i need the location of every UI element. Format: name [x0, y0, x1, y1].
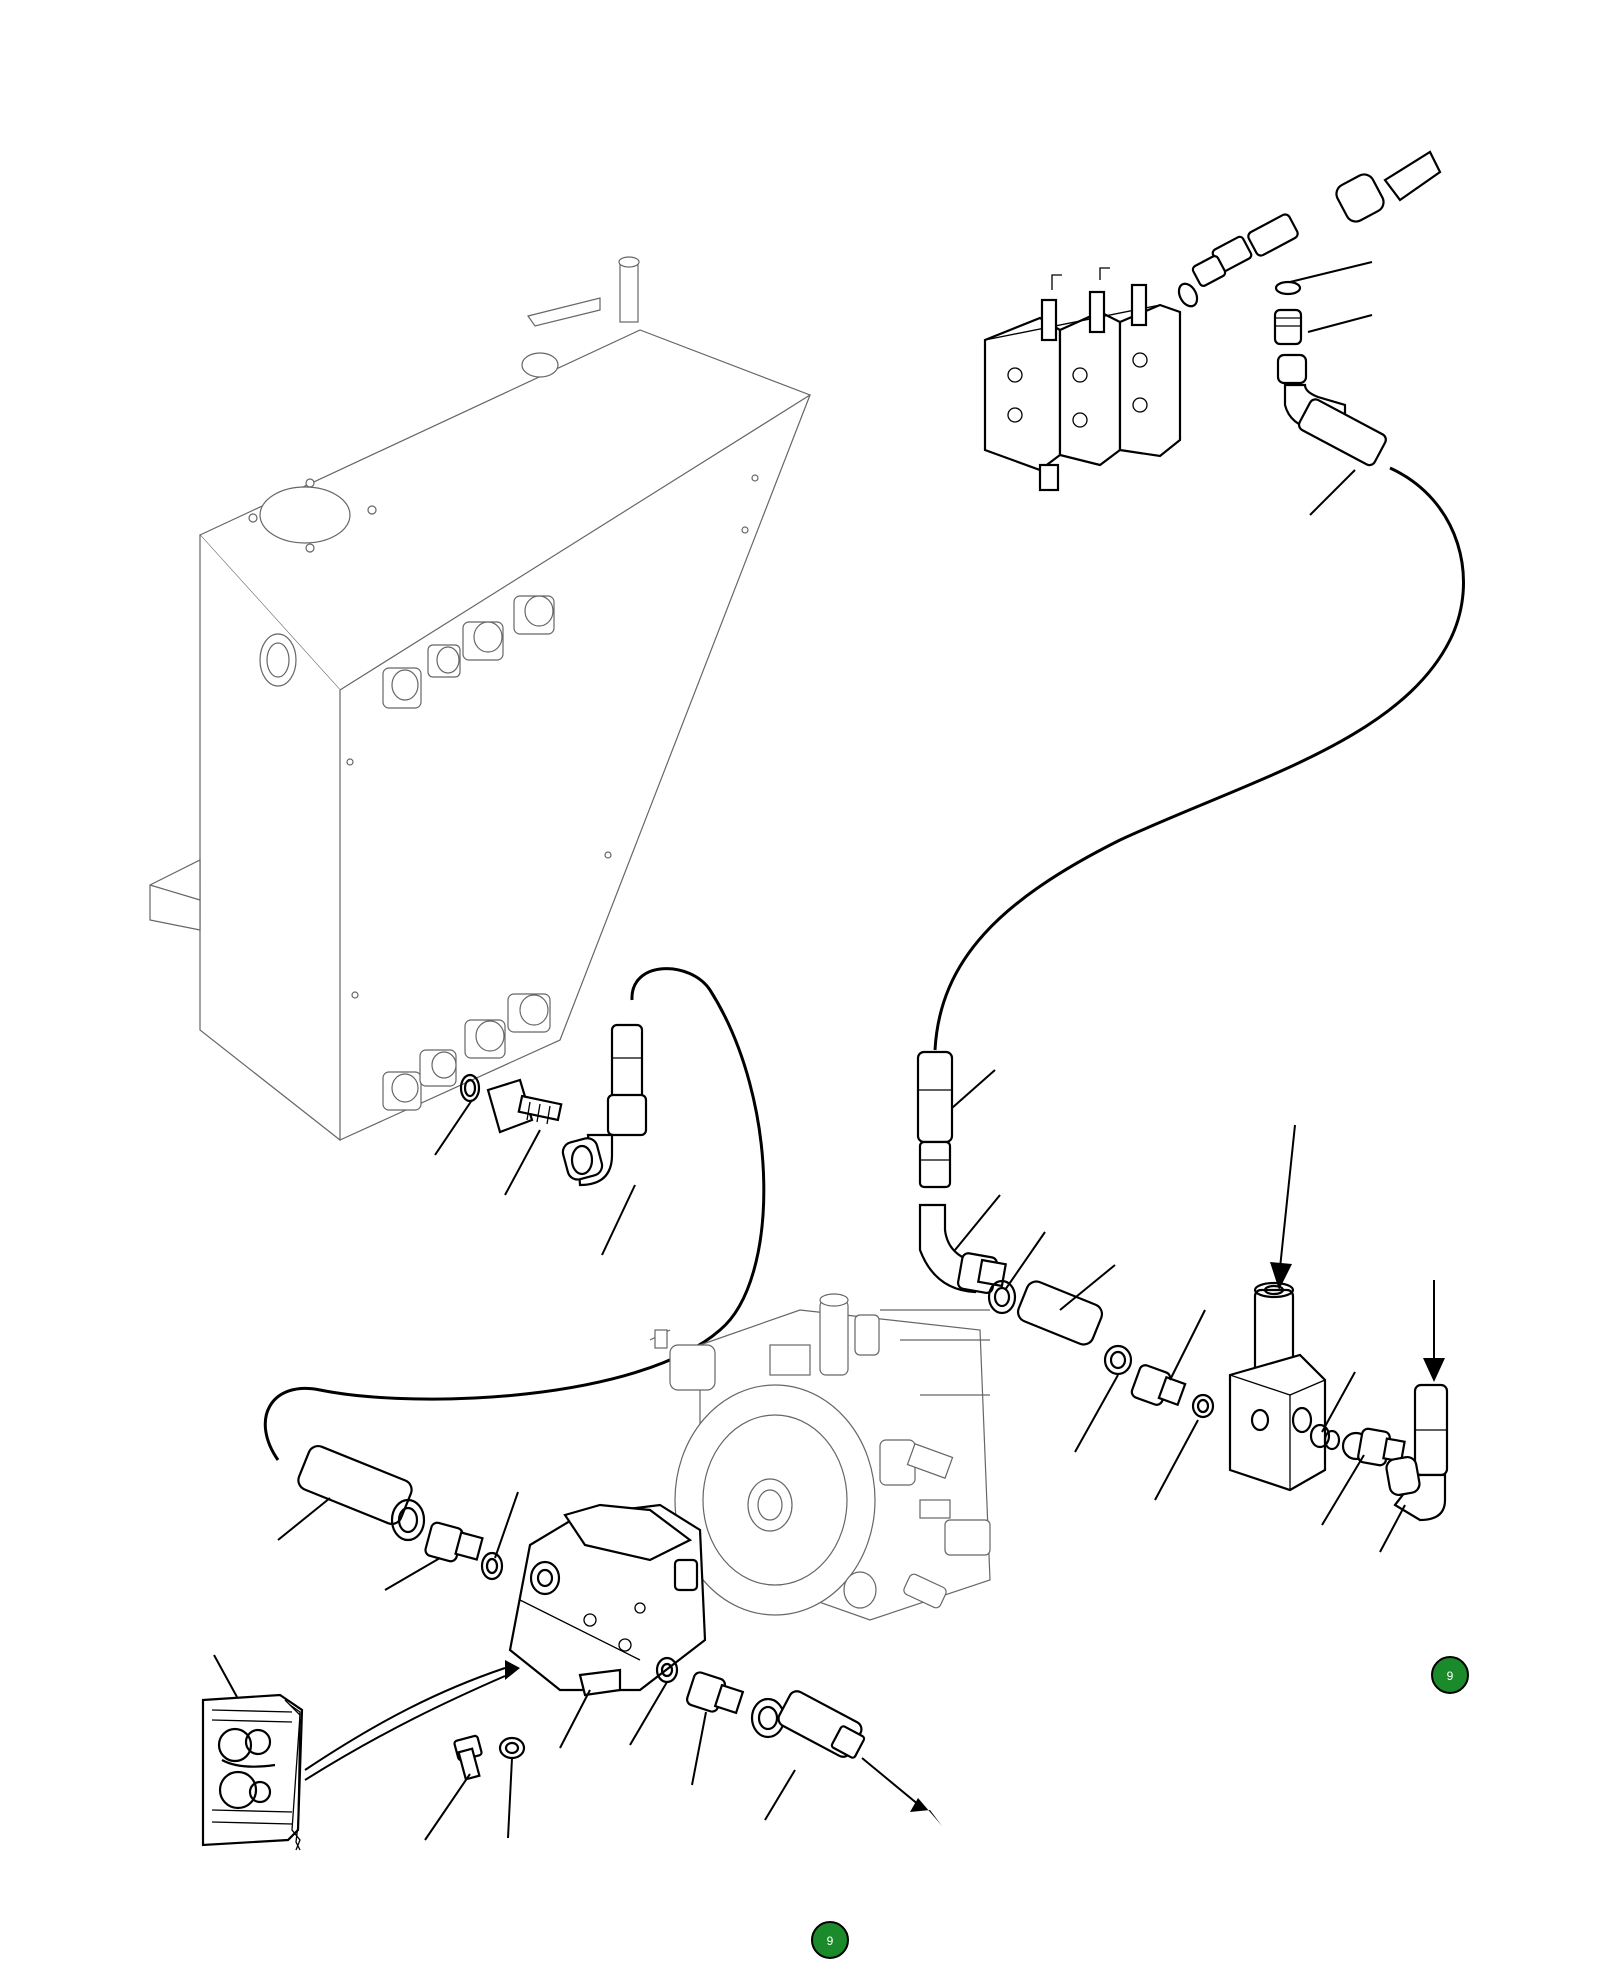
upper-fittings — [1177, 150, 1442, 467]
reference-badge-bottom: 9 — [811, 1921, 849, 1959]
gear-pump-outlet-fittings — [453, 1656, 866, 1781]
decal — [201, 1693, 304, 1851]
valve-block — [1228, 1281, 1449, 1522]
gear-pump-inlet-fittings — [297, 1444, 504, 1581]
main-pump — [649, 1293, 991, 1621]
right-lower-fittings — [916, 1050, 1215, 1419]
tank-outlet-fittings — [459, 1023, 648, 1187]
hoses — [263, 466, 1465, 1461]
leader-lines — [213, 261, 1406, 1841]
hydraulic-tank — [149, 256, 812, 1142]
arrows — [304, 1124, 1445, 1826]
control-valve-bank — [983, 267, 1182, 492]
badge-label: 9 — [827, 1934, 834, 1948]
badge-label: 9 — [1447, 1669, 1454, 1683]
reference-badge-right: 9 — [1431, 1656, 1469, 1694]
gear-pump — [508, 1503, 707, 1697]
